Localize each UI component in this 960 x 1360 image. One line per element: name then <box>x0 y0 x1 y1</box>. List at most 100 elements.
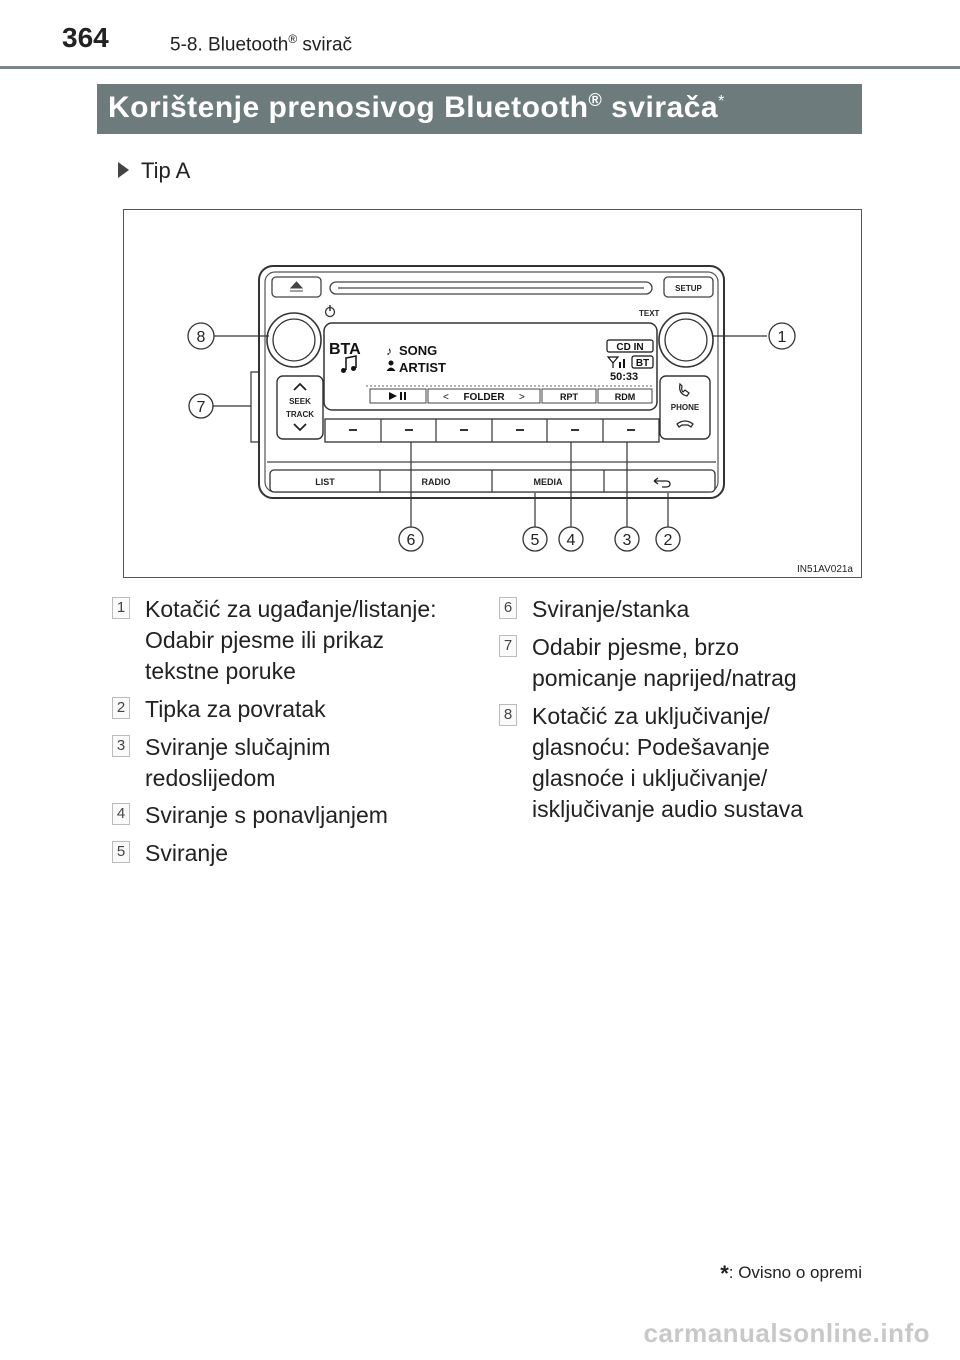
callout-7 <box>188 393 214 419</box>
footnote: *: Ovisno o opremi <box>720 1258 862 1286</box>
callout-2 <box>655 526 681 552</box>
callout-8 <box>187 322 215 350</box>
chevron-down-icon <box>293 423 307 432</box>
callout-6-label: 6 <box>407 532 416 549</box>
music-note-icon <box>345 355 357 370</box>
chapter-name: 5-8. Bluetooth <box>170 34 289 56</box>
callout-1 <box>768 322 796 350</box>
folder-left-icon: < <box>443 392 449 403</box>
legend-3-line: redoslijedom <box>145 765 276 791</box>
folder-right-icon: > <box>519 392 525 403</box>
callout-3-label: 3 <box>623 532 632 549</box>
footnote-text: : Ovisno o opremi <box>728 1263 862 1282</box>
section-title: Korištenje prenosivog Bluetooth® svirača… <box>108 90 725 125</box>
seek-label: SEEK <box>289 397 311 406</box>
radio-illustration: SETUP TEXT BTA ♪ SONG ARTIST CD IN BT 50… <box>187 265 853 575</box>
section-title-main: Korištenje prenosivog Bluetooth <box>108 91 589 124</box>
registered-mark: ® <box>288 32 298 46</box>
chapter-suffix: svirač <box>297 34 353 56</box>
note-icon: ♪ <box>386 344 392 358</box>
callout-8-label: 8 <box>197 329 206 346</box>
legend-2-line: Tipka za povratak <box>145 696 326 722</box>
text-label: TEXT <box>639 309 660 318</box>
rdm-label: RDM <box>615 392 636 402</box>
display-bta: BTA <box>329 341 361 358</box>
phone-label: PHONE <box>671 403 700 412</box>
callout-4-label: 4 <box>567 532 576 549</box>
callout-1-label: 1 <box>778 329 787 346</box>
section-title-registered: ® <box>588 90 603 110</box>
track-label: TRACK <box>286 410 314 419</box>
legend-number-6: 6 <box>499 597 517 619</box>
legend-number-2: 2 <box>112 697 130 719</box>
legend-1-line: Kotačić za ugađanje/listanje: <box>145 596 437 622</box>
bt-badge <box>631 355 654 369</box>
display-screen <box>323 322 658 411</box>
legend-number-7: 7 <box>499 635 517 657</box>
eject-icon <box>289 281 304 292</box>
rpt-softkey <box>541 388 597 404</box>
phone-rocker <box>659 375 711 440</box>
legend-1-line: tekstne poruke <box>145 658 296 684</box>
artist-icon <box>388 360 394 366</box>
legend-number-8: 8 <box>499 704 517 726</box>
radio-label: RADIO <box>422 477 451 487</box>
chapter-title: 5-8. Bluetooth® svirač <box>170 32 352 56</box>
legend-5-line: Sviranje <box>145 840 229 866</box>
cd-in-label: CD IN <box>616 342 643 353</box>
legend-8-line: glasnoću: Podešavanje <box>532 734 770 760</box>
play-pause-softkey <box>369 388 427 404</box>
legend-number-1: 1 <box>112 597 130 619</box>
list-label: LIST <box>315 477 335 487</box>
display-artist: ARTIST <box>399 360 446 375</box>
signal-icon <box>606 356 620 368</box>
cd-in-badge <box>606 339 654 353</box>
triangle-arrow-icon <box>118 162 129 179</box>
folder-label: FOLDER <box>463 392 505 403</box>
rdm-softkey <box>597 388 653 404</box>
legend-8-line: isključivanje audio sustava <box>532 796 804 822</box>
bt-label: BT <box>636 358 649 369</box>
legend-1-line: Odabir pjesme ili prikaz <box>145 627 385 653</box>
legend-8-line: glasnoće i uključivanje/ <box>532 765 768 791</box>
legend-7-line: Odabir pjesme, brzo <box>532 634 740 660</box>
play-pause-icon <box>389 392 397 400</box>
legend-number-4: 4 <box>112 803 130 825</box>
callout-5-label: 5 <box>531 532 540 549</box>
back-icon <box>653 477 671 488</box>
callout-7-label: 7 <box>197 399 206 416</box>
callout-6 <box>398 526 424 552</box>
callout-5 <box>522 526 548 552</box>
tip-heading: Tip A <box>118 158 190 184</box>
legend-6-line: Sviranje/stanka <box>532 596 690 622</box>
watermark: carmanualsonline.info <box>643 1318 930 1348</box>
callout-4 <box>558 526 584 552</box>
callout-3 <box>614 526 640 552</box>
figure-code: IN51AV021a <box>797 564 853 575</box>
setup-label: SETUP <box>675 284 702 293</box>
section-title-suffix: svirača <box>602 91 719 124</box>
rpt-label: RPT <box>560 392 579 402</box>
legend-number-5: 5 <box>112 841 130 863</box>
phone-answer-icon <box>679 382 690 397</box>
phone-hangup-icon <box>676 420 694 428</box>
callout-2-label: 2 <box>664 532 673 549</box>
page-number: 364 <box>62 22 109 53</box>
legend-7-line: pomicanje naprijed/natrag <box>532 665 797 691</box>
chevron-up-icon <box>293 382 307 391</box>
section-title-star: * <box>718 93 725 110</box>
legend-4-line: Sviranje s ponavljanjem <box>145 802 388 828</box>
folder-softkey <box>427 388 541 404</box>
radio-figure: SETUP TEXT BTA ♪ SONG ARTIST CD IN BT 50… <box>123 209 862 578</box>
media-label: MEDIA <box>534 477 564 487</box>
section-title-band <box>97 84 862 134</box>
seek-track-rocker <box>276 375 324 440</box>
legend-number-3: 3 <box>112 735 130 757</box>
asterisk-icon: * <box>720 1261 729 1286</box>
display-time: 50:33 <box>610 371 638 383</box>
legend-8-line: Kotačić za uključivanje/ <box>532 703 770 729</box>
display-song: SONG <box>399 343 437 358</box>
legend-3-line: Sviranje slučajnim <box>145 734 331 760</box>
setup-button <box>663 276 714 298</box>
header-rule <box>0 66 960 69</box>
